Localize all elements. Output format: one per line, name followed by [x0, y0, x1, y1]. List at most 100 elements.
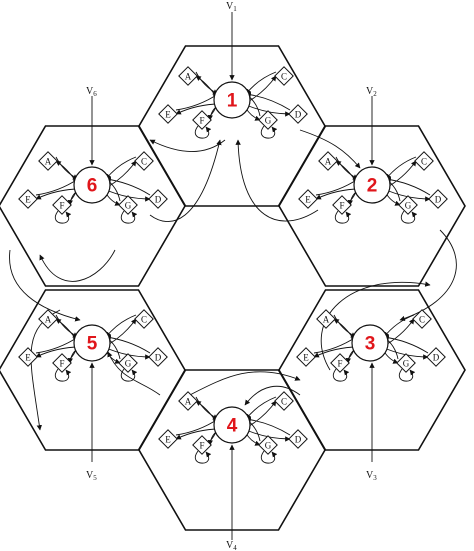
link-4-to-3: [179, 371, 301, 401]
input-label-subscript: 4: [233, 544, 237, 551]
state-box-outline: [134, 309, 154, 329]
cell-node-circle: [213, 406, 251, 444]
input-label-v6: V6: [86, 86, 97, 98]
state-box-label: C: [141, 157, 147, 167]
state-box-outline: [38, 151, 58, 171]
cell-node-6: 6: [73, 166, 111, 204]
cell-number: 4: [227, 416, 238, 437]
state-box-outline: [178, 391, 198, 411]
state-box-a: A: [178, 391, 198, 411]
link-1-to-2: [299, 129, 361, 169]
cell-node-circle: [351, 324, 389, 362]
state-box-f: F: [52, 353, 72, 373]
state-box-label: F: [59, 201, 64, 211]
state-box-f: F: [330, 353, 350, 373]
self-loop-edge: [121, 368, 138, 382]
cell-number: 6: [87, 176, 98, 197]
link-6-to-5: [9, 249, 81, 322]
state-box-d: D: [148, 189, 168, 209]
state-box-outline: [258, 435, 278, 455]
state-box-e: E: [298, 189, 318, 209]
state-box-label: G: [265, 116, 272, 126]
state-box-label: D: [155, 195, 162, 205]
state-box-g: G: [118, 195, 138, 215]
state-box-label: A: [325, 157, 332, 167]
state-box-outline: [52, 195, 72, 215]
hexagon-layer: [0, 45, 466, 531]
state-box-d: D: [148, 347, 168, 367]
input-label-v5: V5: [86, 470, 97, 482]
state-box-label: D: [295, 110, 302, 120]
state-box-d: D: [426, 347, 446, 367]
link-6-to-1: [149, 139, 222, 223]
state-box-outline: [18, 347, 38, 367]
input-label-letter: V: [86, 470, 94, 481]
state-box-outline: [288, 104, 308, 124]
state-box-label: F: [337, 359, 342, 369]
state-box-outline: [158, 104, 178, 124]
state-box-label: E: [25, 353, 31, 363]
cell-node-1: 1: [213, 81, 251, 119]
state-box-label: A: [185, 397, 192, 407]
state-box-label: G: [125, 201, 132, 211]
state-box-outline: [426, 347, 446, 367]
state-box-e: E: [18, 189, 38, 209]
state-box-label: A: [45, 315, 52, 325]
self-loop-edge: [195, 450, 212, 464]
state-box-f: F: [332, 195, 352, 215]
state-box-outline: [148, 347, 168, 367]
state-box-a: A: [316, 309, 336, 329]
state-box-d: D: [428, 189, 448, 209]
link-1-to-6: [149, 139, 226, 152]
state-box-label: D: [295, 435, 302, 445]
state-box-f: F: [192, 435, 212, 455]
self-loop-edge: [333, 368, 350, 382]
state-box-outline: [18, 189, 38, 209]
link-3-to-4: [244, 385, 301, 406]
state-box-outline: [412, 309, 432, 329]
state-box-e: E: [18, 347, 38, 367]
state-box-outline: [118, 353, 138, 373]
state-box-outline: [38, 309, 58, 329]
self-loop-edge: [55, 210, 72, 224]
state-box-label: F: [59, 359, 64, 369]
state-box-label: D: [435, 195, 442, 205]
cell-node-2: 2: [353, 166, 391, 204]
state-box-label: G: [265, 441, 272, 451]
self-loop-edge: [261, 450, 278, 464]
state-box-outline: [318, 151, 338, 171]
state-box-label: D: [155, 353, 162, 363]
state-box-outline: [398, 195, 418, 215]
state-box-outline: [298, 189, 318, 209]
state-box-outline: [316, 309, 336, 329]
state-box-a: A: [178, 66, 198, 86]
state-box-label: A: [185, 72, 192, 82]
cell-node-5: 5: [73, 324, 111, 362]
self-loop-edge: [55, 368, 72, 382]
cell-node-circle: [213, 81, 251, 119]
hexagon-cell-5: [0, 289, 186, 451]
cell-number: 2: [367, 176, 378, 197]
input-label-subscript: 5: [93, 474, 97, 482]
state-box-outline: [192, 110, 212, 130]
state-box-label: E: [165, 435, 171, 445]
link-4-to-5: [107, 351, 161, 396]
state-box-label: A: [323, 315, 330, 325]
cell-node-circle: [73, 324, 111, 362]
state-box-e: E: [158, 104, 178, 124]
state-box-outline: [118, 195, 138, 215]
cell-node-4: 4: [213, 406, 251, 444]
input-label-subscript: 3: [373, 474, 377, 482]
state-box-label: E: [303, 353, 309, 363]
input-label-v1: V1: [226, 1, 237, 13]
state-box-label: C: [281, 72, 287, 82]
input-label-letter: V: [226, 540, 234, 551]
state-box-label: G: [403, 359, 410, 369]
state-box-label: F: [199, 441, 204, 451]
input-label-v4: V4: [226, 540, 237, 551]
input-label-letter: V: [86, 86, 94, 97]
state-box-label: G: [405, 201, 412, 211]
state-box-g: G: [258, 110, 278, 130]
